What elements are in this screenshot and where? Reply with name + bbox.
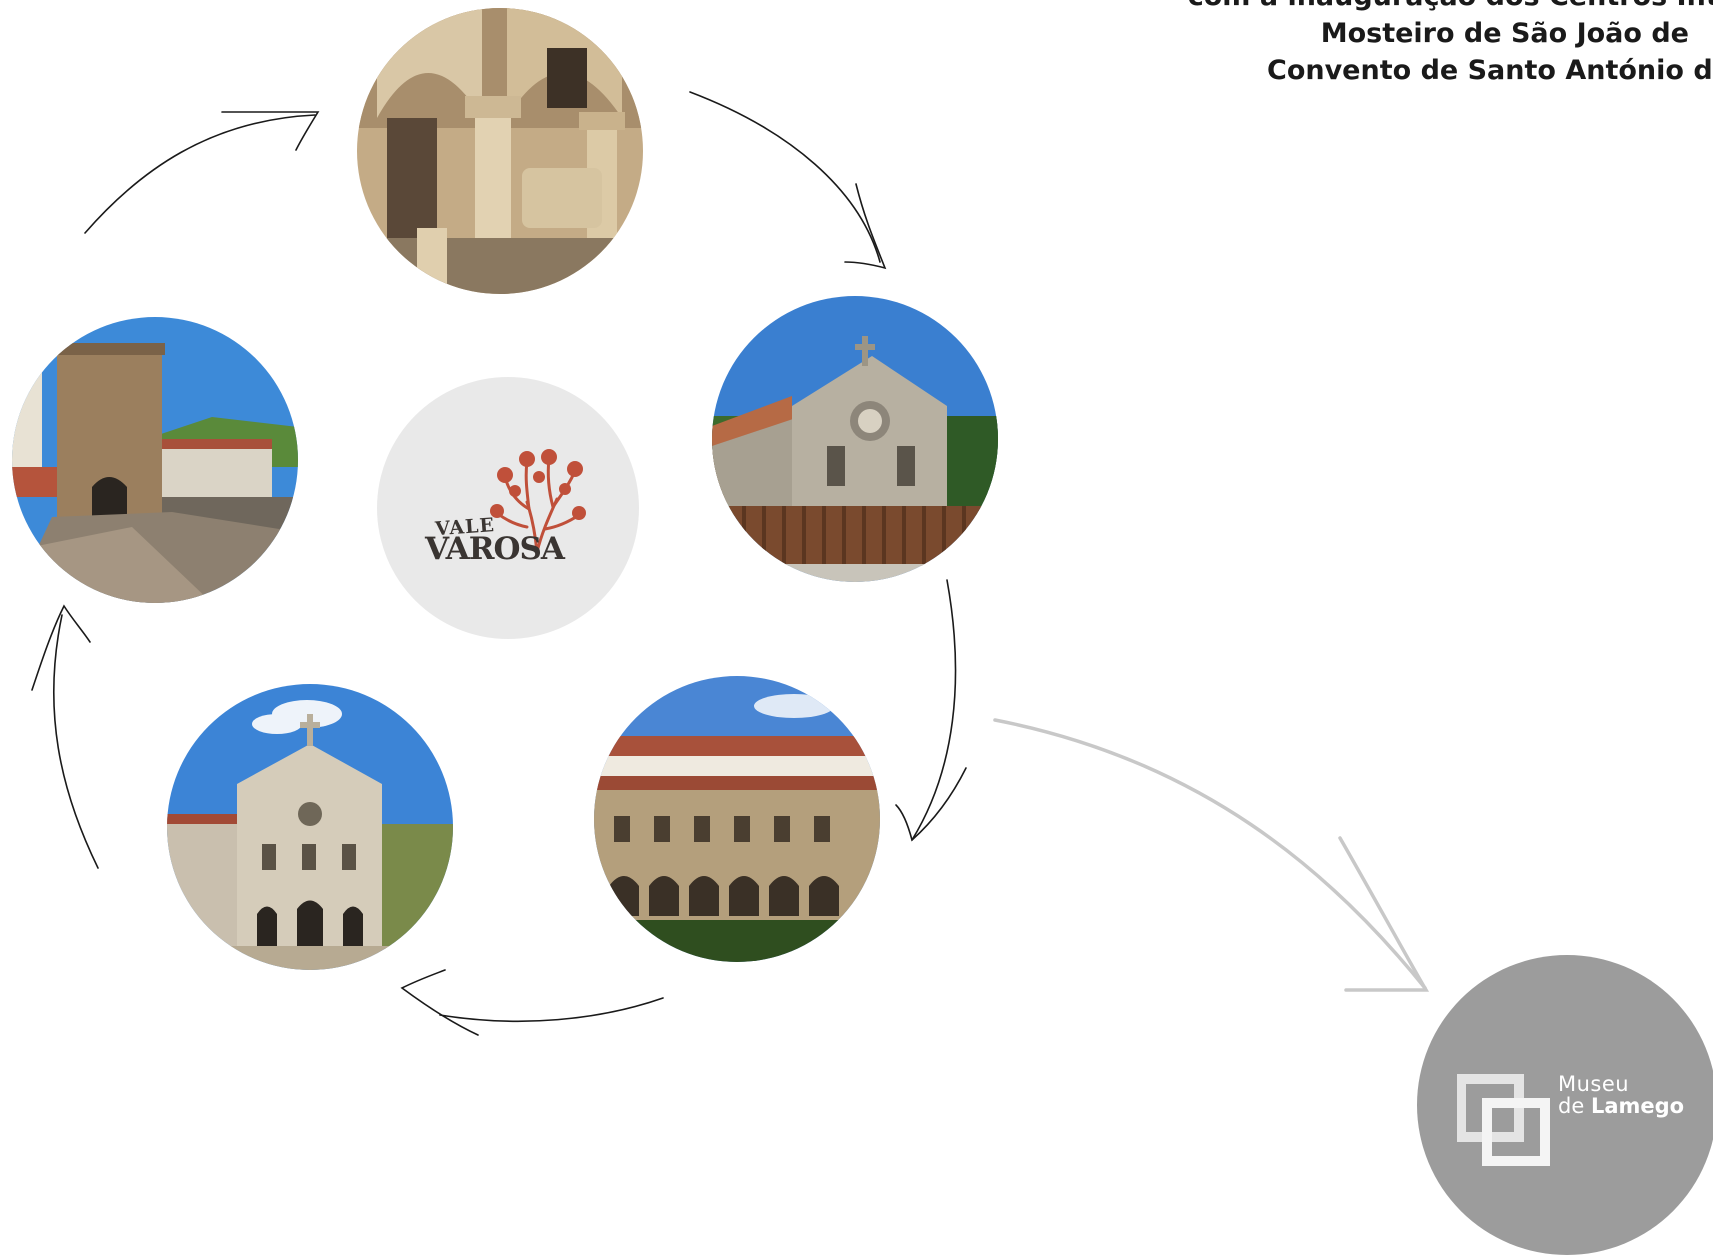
arrow-bottom <box>439 997 664 1023</box>
convent-church-photo <box>167 684 453 970</box>
museu-text: Museu <box>1558 1072 1630 1096</box>
title-line-3: Convento de Santo António de <box>1267 55 1713 86</box>
museu-wordmark: Museu de Lamego <box>1558 1073 1684 1117</box>
title-line-1: com a inauguração dos Centros Interpr <box>1043 0 1713 15</box>
museu-de-lamego-logo: Museu de Lamego <box>1417 955 1713 1255</box>
logo-varosa-text: VAROSA <box>425 531 565 567</box>
header-title: com a inauguração dos Centros Interpr Mo… <box>1043 0 1713 89</box>
arrow-left <box>52 614 99 869</box>
arrow-right-head <box>895 767 967 842</box>
logo-wordmark: VALE VAROSA <box>425 514 585 567</box>
arrow-left-head <box>31 604 91 691</box>
tower-bridge-photo <box>12 317 298 603</box>
arrow-bottom-head <box>400 969 479 1036</box>
arrow-to-museum-head <box>1338 836 1430 992</box>
vale-varosa-logo: VALE VAROSA <box>377 377 639 639</box>
monastery-building-photo <box>594 676 880 962</box>
de-lamego-text: de Lamego <box>1558 1095 1684 1117</box>
monastery-church-photo <box>712 296 998 582</box>
arrow-to-museum <box>993 718 1427 990</box>
de-text: de <box>1558 1094 1585 1118</box>
arrow-top-left <box>84 114 316 234</box>
tree-icon <box>490 449 586 552</box>
cloister-columns-photo <box>357 8 643 294</box>
arrow-top-left-head <box>221 111 320 151</box>
arrow-top-right <box>689 91 881 263</box>
arrow-top-right-head <box>844 183 887 270</box>
title-line-2: Mosteiro de São João de <box>1320 18 1689 49</box>
museu-squares-icon <box>1457 1074 1550 1166</box>
lamego-text: Lamego <box>1590 1094 1685 1118</box>
arrow-right <box>911 579 957 841</box>
